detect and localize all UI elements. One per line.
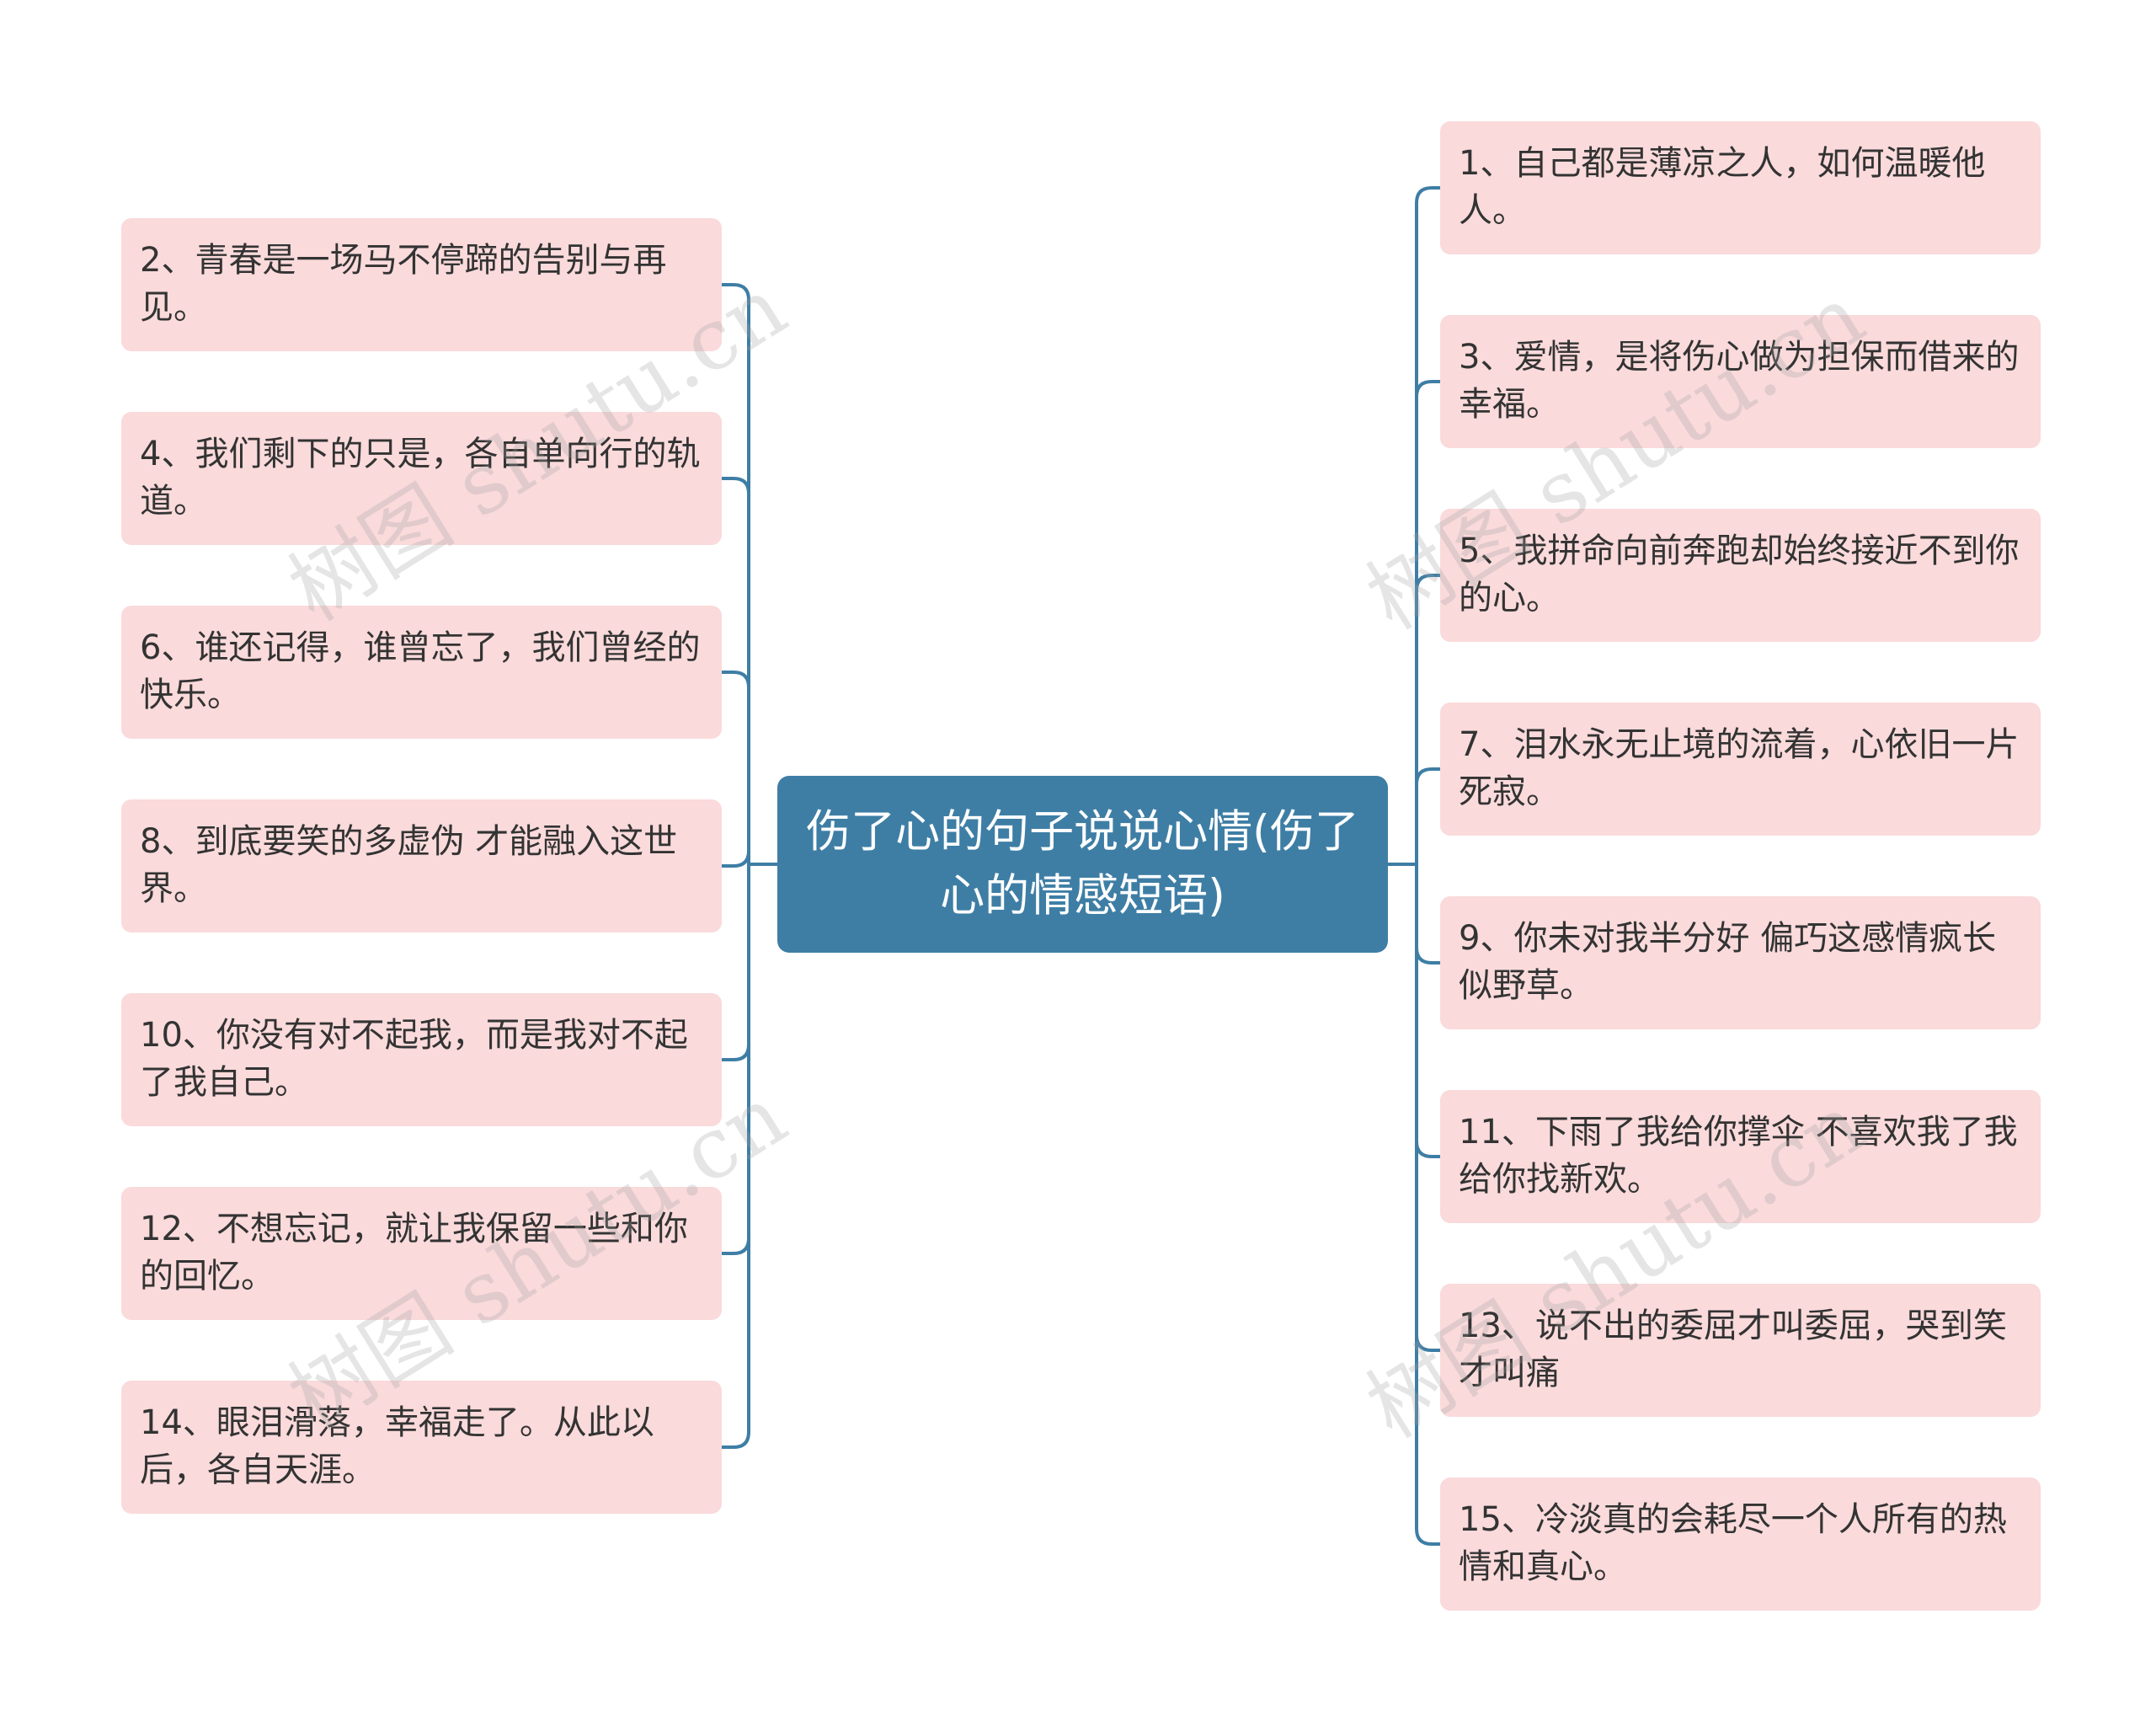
leaf-node-right-7[interactable]: 13、说不出的委屈才叫委屈，哭到笑才叫痛 xyxy=(1440,1284,2041,1417)
connector-left-4 xyxy=(722,850,750,868)
connector-left-1 xyxy=(722,283,750,864)
leaf-node-right-6[interactable]: 11、下雨了我给你撑伞 不喜欢我了我给你找新欢。 xyxy=(1440,1090,2041,1223)
leaf-node-right-8[interactable]: 15、冷淡真的会耗尽一个人所有的热情和真心。 xyxy=(1440,1478,2041,1611)
leaf-node-right-5[interactable]: 9、你未对我半分好 偏巧这感情疯长似野草。 xyxy=(1440,896,2041,1029)
connector-left-2 xyxy=(722,477,750,864)
connector-right-2 xyxy=(1415,380,1440,864)
leaf-node-left-6[interactable]: 12、不想忘记，就让我保留一些和你的回忆。 xyxy=(121,1187,722,1320)
leaf-node-right-3[interactable]: 5、我拼命向前奔跑却始终接近不到你的心。 xyxy=(1440,509,2041,642)
connector-right-4 xyxy=(1415,767,1440,864)
leaf-node-left-5[interactable]: 10、你没有对不起我，而是我对不起了我自己。 xyxy=(121,993,722,1126)
root-topic[interactable]: 伤了心的句子说说心情(伤了心的情感短语) xyxy=(777,776,1388,953)
leaf-node-left-3[interactable]: 6、谁还记得，谁曾忘了，我们曾经的快乐。 xyxy=(121,606,722,739)
connector-right-1 xyxy=(1415,186,1440,864)
connector-left-3 xyxy=(722,671,750,864)
leaf-node-right-1[interactable]: 1、自己都是薄凉之人，如何温暖他人。 xyxy=(1440,121,2041,254)
leaf-node-right-4[interactable]: 7、泪水永无止境的流着，心依旧一片死寂。 xyxy=(1440,703,2041,836)
leaf-node-left-2[interactable]: 4、我们剩下的只是，各自单向行的轨道。 xyxy=(121,412,722,545)
connector-right-6 xyxy=(1415,864,1440,1158)
connector-right-3 xyxy=(1415,574,1440,864)
leaf-node-left-4[interactable]: 8、到底要笑的多虚伪 才能融入这世界。 xyxy=(121,799,722,932)
connector-right-8 xyxy=(1415,864,1440,1546)
leaf-node-right-2[interactable]: 3、爱情，是将伤心做为担保而借来的幸福。 xyxy=(1440,315,2041,448)
connector-left-7 xyxy=(722,864,750,1449)
connector-right-5 xyxy=(1415,864,1440,965)
connector-left-5 xyxy=(722,864,750,1061)
leaf-node-left-7[interactable]: 14、眼泪滑落，幸福走了。从此以后，各自天涯。 xyxy=(121,1381,722,1514)
connector-right-7 xyxy=(1415,864,1440,1352)
leaf-node-left-1[interactable]: 2、青春是一场马不停蹄的告别与再见。 xyxy=(121,218,722,351)
